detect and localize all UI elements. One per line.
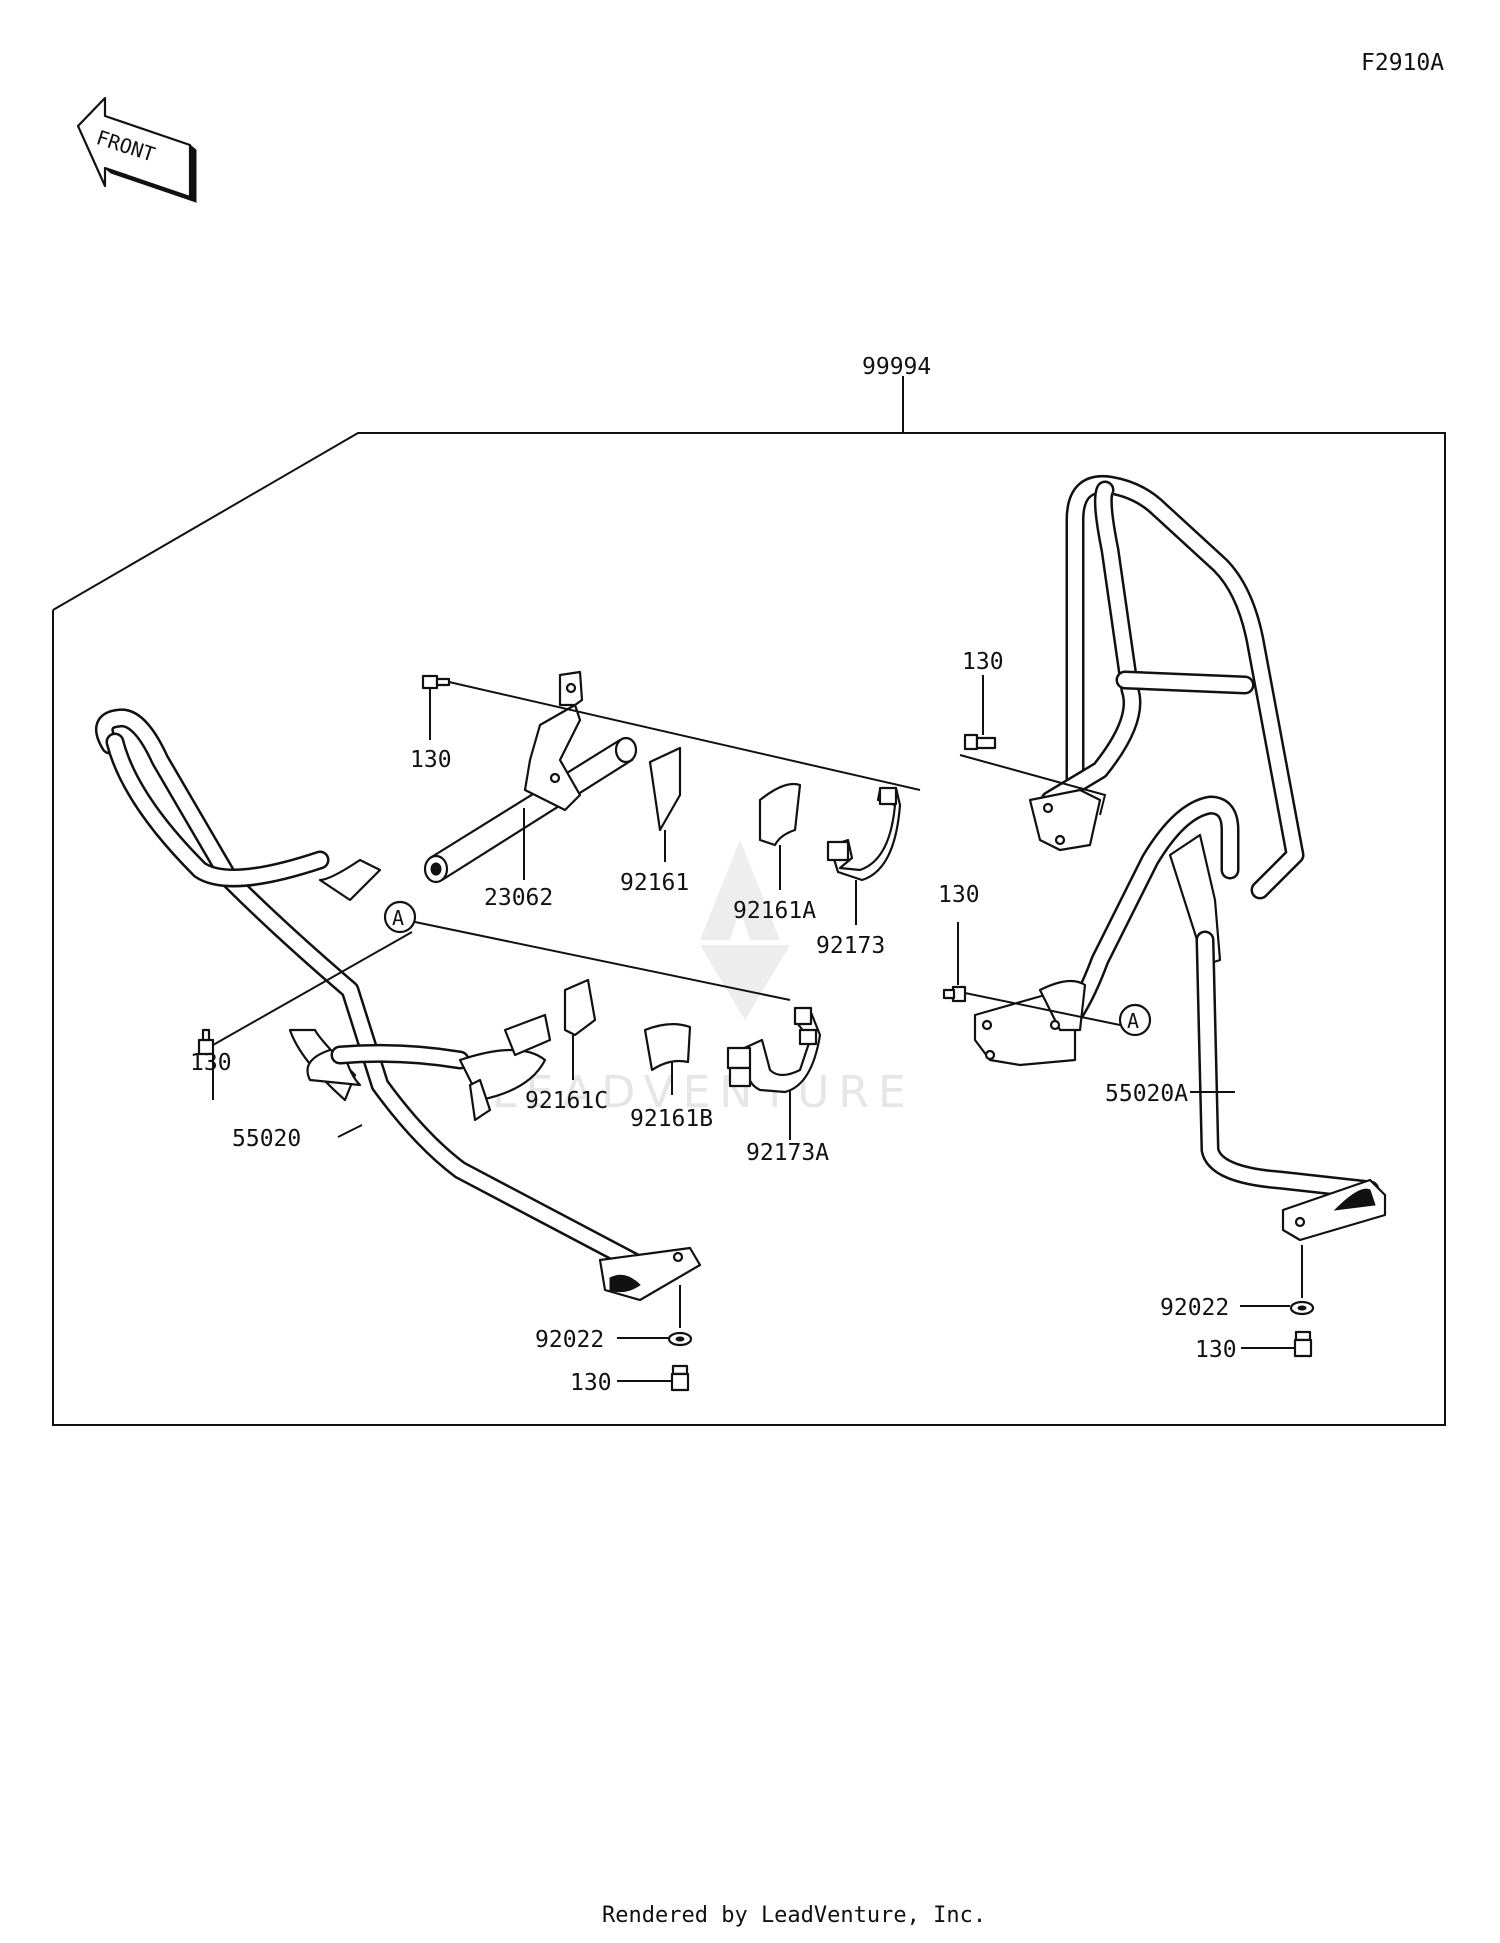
- left-guard-55020: [94, 708, 702, 1302]
- callout-guard-right: 55020A: [1105, 1081, 1188, 1107]
- callout-guard-left: 55020: [232, 1126, 301, 1152]
- callout-clamp-92173A: 92173A: [746, 1140, 829, 1166]
- callout-bolt-right-bottom: 130: [1195, 1337, 1237, 1363]
- damper-23062: [423, 670, 638, 884]
- reference-a-left-icon: [383, 900, 417, 934]
- bolt-icon: [963, 733, 997, 751]
- callout-pad-92161C: 92161C: [525, 1088, 608, 1114]
- pad-92161B-icon: [643, 1023, 692, 1072]
- callout-bolt-left-bottom: 130: [570, 1370, 612, 1396]
- reference-a-left: A: [392, 906, 404, 930]
- pad-92161-icon: [648, 746, 682, 832]
- assembly-frame: [52, 376, 1446, 1426]
- pad-92161A-icon: [758, 782, 802, 847]
- front-arrow-icon: FRONT: [76, 96, 197, 204]
- diagram-code: F2910A: [1361, 50, 1444, 76]
- bolt-icon: [942, 985, 967, 1003]
- callout-washer-right: 92022: [1160, 1295, 1229, 1321]
- callout-washer-left: 92022: [535, 1327, 604, 1353]
- bolt-icon: [670, 1364, 690, 1392]
- clamp-92173A-icon: [726, 1006, 822, 1094]
- watermark-text: LEADVENTURE: [492, 1067, 915, 1118]
- pad-92161C-icon: [563, 978, 597, 1037]
- callout-clamp-92173: 92173: [816, 933, 885, 959]
- callout-pad-92161B: 92161B: [630, 1106, 713, 1132]
- callout-bolt-right-top: 130: [962, 649, 1004, 675]
- callout-damper: 23062: [484, 885, 553, 911]
- watermark-logo-icon: [700, 840, 790, 1020]
- assembly-label: 99994: [862, 354, 931, 380]
- reference-a-right-icon: [1118, 1003, 1152, 1037]
- callout-bolt-left: 130: [190, 1050, 232, 1076]
- callout-bolt-right-mid: 130: [938, 882, 980, 908]
- bolt-icon: [421, 674, 451, 690]
- footer-credit: Rendered by LeadVenture, Inc.: [602, 1903, 986, 1928]
- bolt-icon: [1293, 1330, 1313, 1358]
- callout-pad-92161: 92161: [620, 870, 689, 896]
- clamp-92173-icon: [826, 786, 902, 882]
- right-guard-55020A: [973, 474, 1387, 1242]
- reference-a-right: A: [1127, 1009, 1139, 1033]
- callout-bolt-top-left: 130: [410, 747, 452, 773]
- callout-pad-92161A: 92161A: [733, 898, 816, 924]
